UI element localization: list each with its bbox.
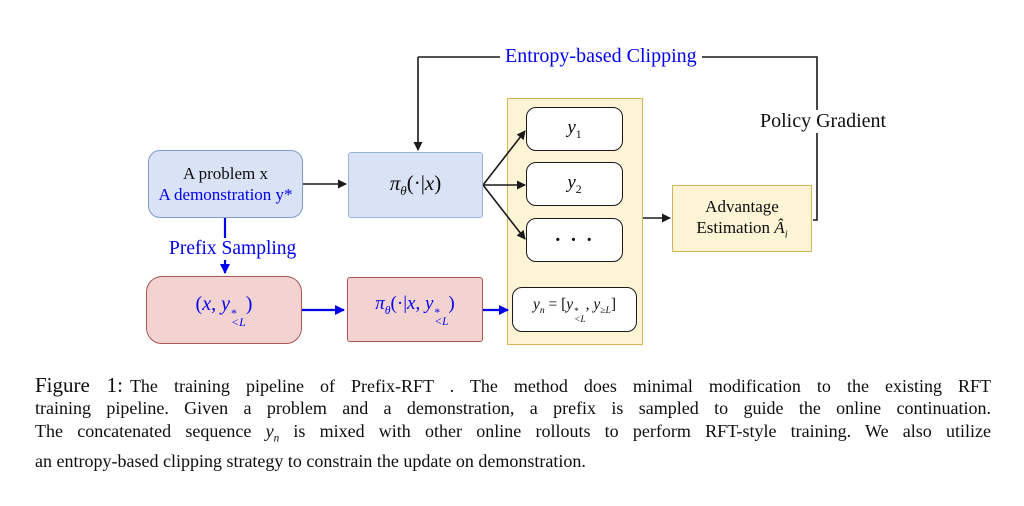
policy-box: πθ(·|x) — [348, 152, 483, 218]
figure-number-label: Figure 1: — [35, 373, 123, 397]
y1-math: y1 — [567, 116, 582, 141]
figure-caption: Figure 1:The training pipeline of Prefix… — [35, 374, 991, 472]
advantage-estimation-box: Advantage Estimation Âi — [672, 185, 812, 252]
concatenated-sequence-box: yn = [y*<L, y≥L] — [512, 287, 637, 332]
rollout-y2-box: y2 — [526, 162, 623, 206]
problem-demonstration-box: A problem x A demonstration y* — [148, 150, 303, 218]
prefix-sample-box: (x, y*<L) — [146, 276, 302, 344]
entropy-clipping-label: Entropy-based Clipping — [500, 45, 702, 68]
demonstration-line: A demonstration y* — [158, 185, 293, 204]
caption-line-4: an entropy-based clipping strategy to co… — [35, 450, 586, 471]
problem-line: A problem x — [182, 163, 268, 183]
ellipsis-dots: · · · — [554, 228, 595, 251]
prefix-math: (x, y*<L) — [195, 293, 253, 330]
policy-math: πθ(·|x) — [389, 171, 442, 199]
policy-with-prefix-box: πθ(·|x, y*<L) — [347, 277, 483, 342]
caption-line-2: training pipeline. Given a problem and a… — [35, 398, 991, 419]
y2-math: y2 — [567, 171, 582, 196]
advantage-line1: Advantage — [705, 196, 779, 216]
caption-line-3: The concatenated sequence yn is mixed wi… — [35, 420, 991, 445]
rollout-dots-box: · · · — [526, 218, 623, 262]
rollout-y1-box: y1 — [526, 107, 623, 151]
policy-gradient-label: Policy Gradient — [755, 110, 892, 133]
policy-prefix-math: πθ(·|x, y*<L) — [375, 293, 455, 328]
advantage-line2: Estimation Âi — [696, 217, 788, 241]
caption-line-1: Figure 1:The training pipeline of Prefix… — [35, 373, 991, 397]
yn-math: yn = [y*<L, y≥L] — [532, 296, 617, 325]
prefix-sampling-label: Prefix Sampling — [164, 238, 302, 260]
